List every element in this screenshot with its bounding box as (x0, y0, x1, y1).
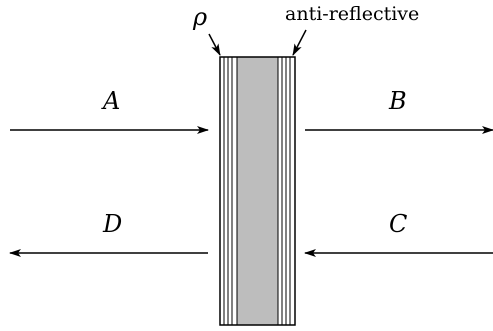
right-coating-layers (277, 57, 296, 325)
coating-label: anti-reflective (285, 3, 419, 25)
left-coating-layers (219, 57, 238, 325)
beam-d-label: D (102, 210, 122, 238)
slab-core (237, 57, 278, 325)
rho-pointer-arrow (208, 33, 221, 56)
beam-b-label: B (388, 87, 407, 115)
slab-outline (219, 56, 296, 326)
beam-c-label: C (389, 210, 407, 238)
coating-pointer-arrow (292, 29, 307, 56)
rho-label: ρ (192, 3, 207, 31)
beam-a-label: A (101, 87, 120, 115)
